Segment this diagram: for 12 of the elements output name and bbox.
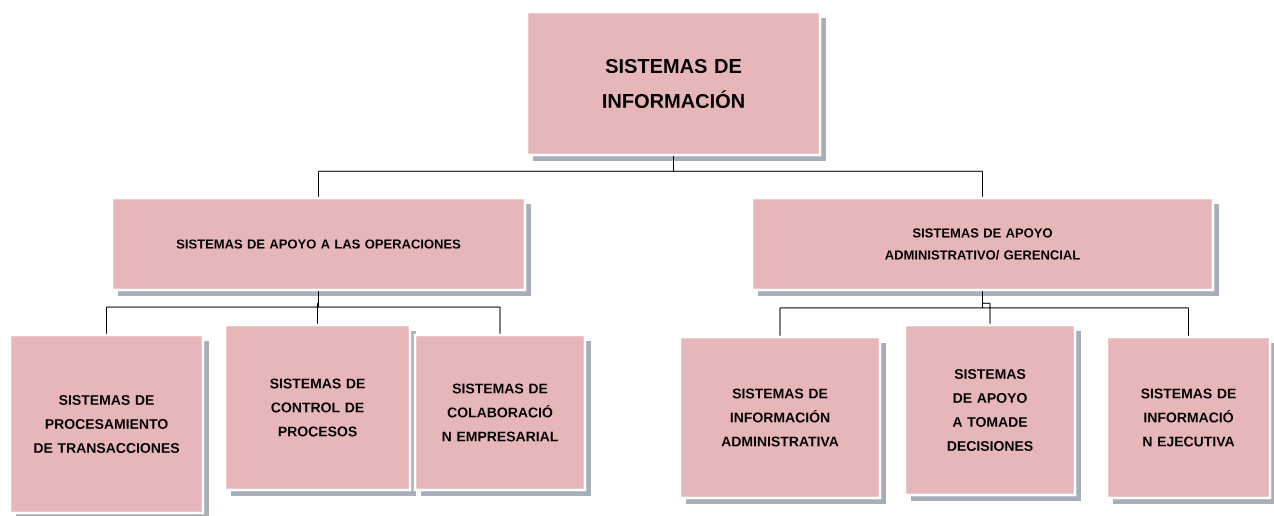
process-box: SISTEMAS DE CONTROL DE PROCESOS	[223, 323, 416, 496]
connector-line	[318, 290, 501, 335]
connector-line	[982, 290, 1189, 337]
process-box: SISTEMAS DE INFORMACIÓ N EJECUTIVA	[1105, 335, 1274, 504]
process-box: SISTEMAS DE INFORMACIÓN ADMINISTRATIVA	[678, 335, 886, 504]
process-box: SISTEMAS DE APOYO A TOMADE DECISIONES	[903, 323, 1081, 501]
process-box: SISTEMAS DE PROCESAMIENTO DE TRANSACCIONES	[8, 333, 209, 516]
process-box: SISTEMAS DE INFORMACIÓN	[525, 10, 826, 161]
process-box: SISTEMAS DE APOYO ADMINISTRATIVO/ GERENCIAL	[750, 196, 1219, 296]
connector-line	[673, 155, 983, 198]
process-box: SISTEMAS DE APOYO A LAS OPERACIONES	[110, 196, 531, 296]
process-box: SISTEMAS DE COLABORACIÓ N EMPRESARIAL	[413, 333, 591, 496]
